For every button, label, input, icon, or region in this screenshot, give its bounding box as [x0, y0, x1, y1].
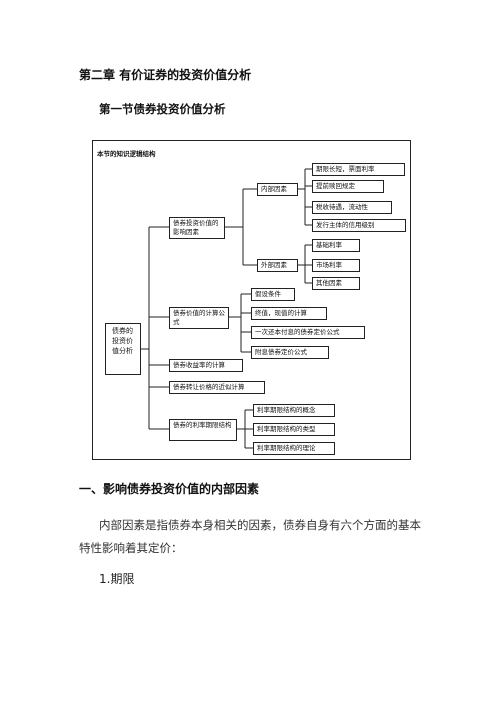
node-other: 其他因素 — [312, 277, 360, 290]
section-title: 第一节债券投资价值分析 — [99, 102, 226, 116]
node-final-value-label: 终值，现值的计算 — [255, 309, 307, 317]
node-early-redemption-label: 提前赎回规定 — [316, 182, 355, 190]
node-market-rate-label: 市场利率 — [316, 261, 342, 269]
diagram-connectors — [141, 168, 312, 449]
node-yield: 债券收益率的计算 — [169, 359, 243, 372]
chapter-title: 第二章 有价证券的投资价值分析 — [79, 68, 252, 82]
node-one-time-label: 一次还本付息的债券定价公式 — [255, 328, 340, 336]
node-transfer: 债券转让价格的近似计算 — [169, 381, 265, 394]
node-base-rate-label: 基础利率 — [316, 241, 342, 249]
node-term-theory-label: 利率期限结构的理论 — [257, 444, 316, 452]
node-credit: 发行主体的信用级别 — [312, 219, 406, 232]
node-formula-label: 债券价值的计算公式 — [173, 309, 225, 326]
body-paragraph: 内部因素是指债券本身相关的因素，债券自身有六个方面的基本特性影响着其定价： — [79, 518, 421, 555]
diagram-title: 本节的知识逻辑结构 — [97, 150, 156, 158]
root-node-label: 债券的投资价值分析 — [112, 327, 133, 355]
list-item: 1.期限 — [99, 572, 135, 586]
node-external: 外部因素 — [257, 259, 298, 272]
node-tax: 税收待遇，流动性 — [312, 201, 392, 214]
knowledge-structure-diagram: 本节的知识逻辑结构 债券的投资价值分析 债券投资价值的影响因素 债券价值的计算公… — [92, 140, 411, 460]
node-internal: 内部因素 — [257, 183, 298, 196]
node-internal-label: 内部因素 — [261, 185, 287, 193]
node-maturity-label: 期限长短，票面利率 — [316, 165, 375, 173]
node-term-types: 利率期限结构的类型 — [253, 423, 335, 436]
node-assumption: 假设条件 — [251, 288, 295, 301]
node-transfer-label: 债券转让价格的近似计算 — [173, 383, 245, 391]
node-one-time: 一次还本付息的债券定价公式 — [251, 326, 365, 339]
node-yield-label: 债券收益率的计算 — [173, 361, 225, 369]
node-coupon-label: 附息债券定价公式 — [255, 348, 307, 356]
node-base-rate: 基础利率 — [312, 239, 360, 252]
node-tax-label: 税收待遇，流动性 — [316, 203, 368, 211]
node-term-concept-label: 利率期限结构的概念 — [257, 406, 316, 414]
node-term-concept: 利率期限结构的概念 — [253, 404, 335, 417]
node-coupon: 附息债券定价公式 — [251, 346, 329, 359]
node-factors-label: 债券投资价值的影响因素 — [173, 219, 219, 236]
node-formula: 债券价值的计算公式 — [169, 307, 229, 329]
node-external-label: 外部因素 — [261, 261, 287, 269]
node-term-types-label: 利率期限结构的类型 — [257, 425, 316, 433]
node-term-structure-label: 债券的利率期限结构 — [173, 421, 232, 429]
node-term-theory: 利率期限结构的理论 — [253, 442, 335, 455]
root-node: 债券的投资价值分析 — [105, 323, 141, 375]
node-assumption-label: 假设条件 — [255, 290, 281, 298]
node-final-value: 终值，现值的计算 — [251, 307, 327, 320]
node-other-label: 其他因素 — [316, 279, 342, 287]
node-factors: 债券投资价值的影响因素 — [169, 217, 225, 239]
subsection-title: 一、影响债券投资价值的内部因素 — [79, 482, 260, 496]
node-credit-label: 发行主体的信用级别 — [316, 221, 375, 229]
node-early-redemption: 提前赎回规定 — [312, 180, 384, 193]
node-term-structure: 债券的利率期限结构 — [169, 419, 237, 441]
node-market-rate: 市场利率 — [312, 259, 360, 272]
node-maturity: 期限长短，票面利率 — [312, 163, 405, 176]
